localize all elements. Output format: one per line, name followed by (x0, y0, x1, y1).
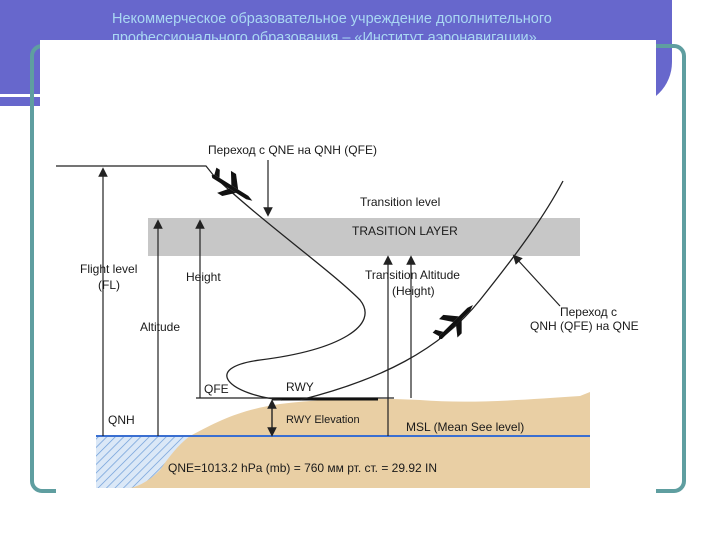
climb-path (299, 180, 564, 401)
label-transition-qnh-qne-1: Переход с (560, 305, 617, 319)
header-title-line1: Некоммерческое образовательное учреждени… (112, 11, 552, 27)
label-transition-layer: TRASITION LAYER (352, 224, 458, 238)
label-height: Height (186, 270, 221, 284)
label-transition-level: Transition level (360, 195, 440, 209)
descent-path (213, 175, 366, 401)
flight-level-line (56, 165, 215, 177)
label-transition-qne-qnh: Переход с QNE на QNH (QFE) (208, 143, 377, 157)
label-altitude: Altitude (140, 320, 180, 334)
transition-qnh-qne-pointer (512, 254, 561, 307)
label-rwy: RWY (286, 380, 314, 394)
sea-area (96, 436, 190, 488)
label-msl: MSL (Mean See level) (406, 420, 524, 434)
aircraft-descending-icon (211, 167, 253, 201)
label-qfe: QFE (204, 382, 229, 396)
label-rwy-elevation: RWY Elevation (286, 414, 360, 426)
label-qnh: QNH (108, 413, 135, 427)
label-flight-level-abbr: (FL) (98, 278, 120, 292)
label-flight-level: Flight level (80, 262, 137, 276)
ground-terrain (96, 392, 590, 488)
aircraft-climbing-icon (432, 305, 473, 339)
label-transition-altitude: Transition Altitude (365, 268, 460, 282)
transition-layer-band (148, 218, 580, 256)
label-qne-formula: QNE=1013.2 hPa (mb) = 760 мм рт. ст. = 2… (168, 461, 437, 475)
frame-top-mask (40, 40, 656, 110)
label-transition-qnh-qne-2: QNH (QFE) на QNE (530, 319, 639, 333)
label-transition-altitude-sub: (Height) (392, 284, 435, 298)
